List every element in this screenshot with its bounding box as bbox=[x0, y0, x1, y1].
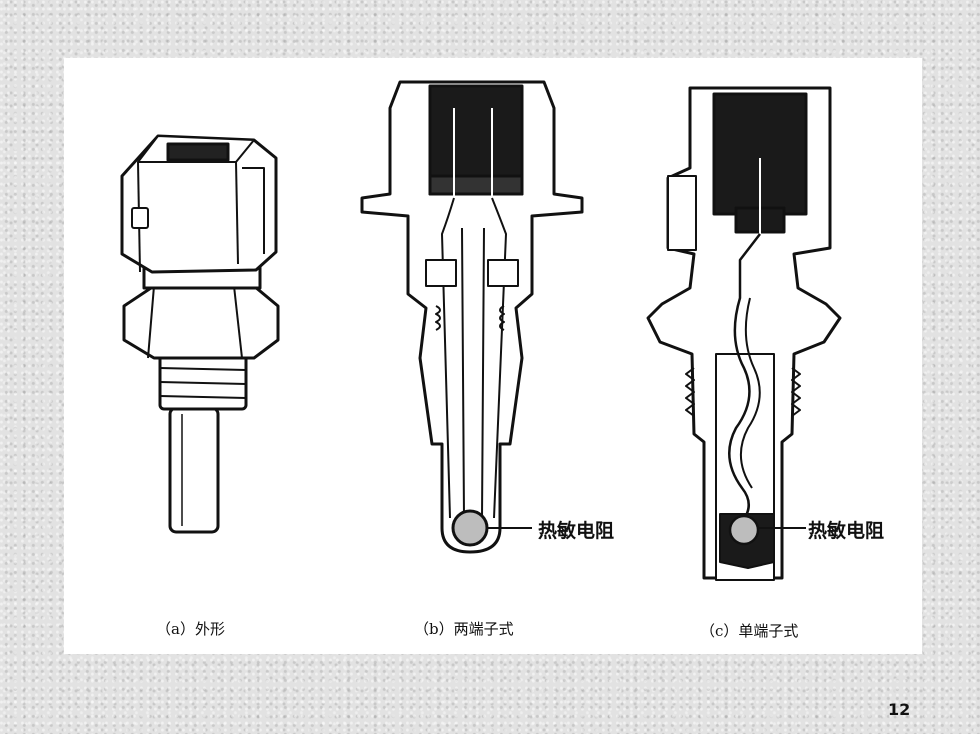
sensor-single-terminal-section bbox=[646, 86, 842, 581]
sensor-external-view bbox=[120, 134, 280, 534]
caption-single-terminal: （c）单端子式 bbox=[700, 622, 799, 640]
figure-panel: 热敏电阻 热敏电阻 （a）外形 （b）两端子式 （c）单端子式 bbox=[64, 58, 922, 654]
sensor-two-terminal-section bbox=[360, 80, 584, 554]
thermistor-label-b: 热敏电阻 bbox=[538, 520, 615, 542]
caption-two-terminal: （b）两端子式 bbox=[414, 620, 514, 638]
page-number: 12 bbox=[888, 700, 911, 719]
thermistor-label-c: 热敏电阻 bbox=[808, 520, 885, 542]
caption-external-view: （a）外形 bbox=[156, 620, 225, 638]
